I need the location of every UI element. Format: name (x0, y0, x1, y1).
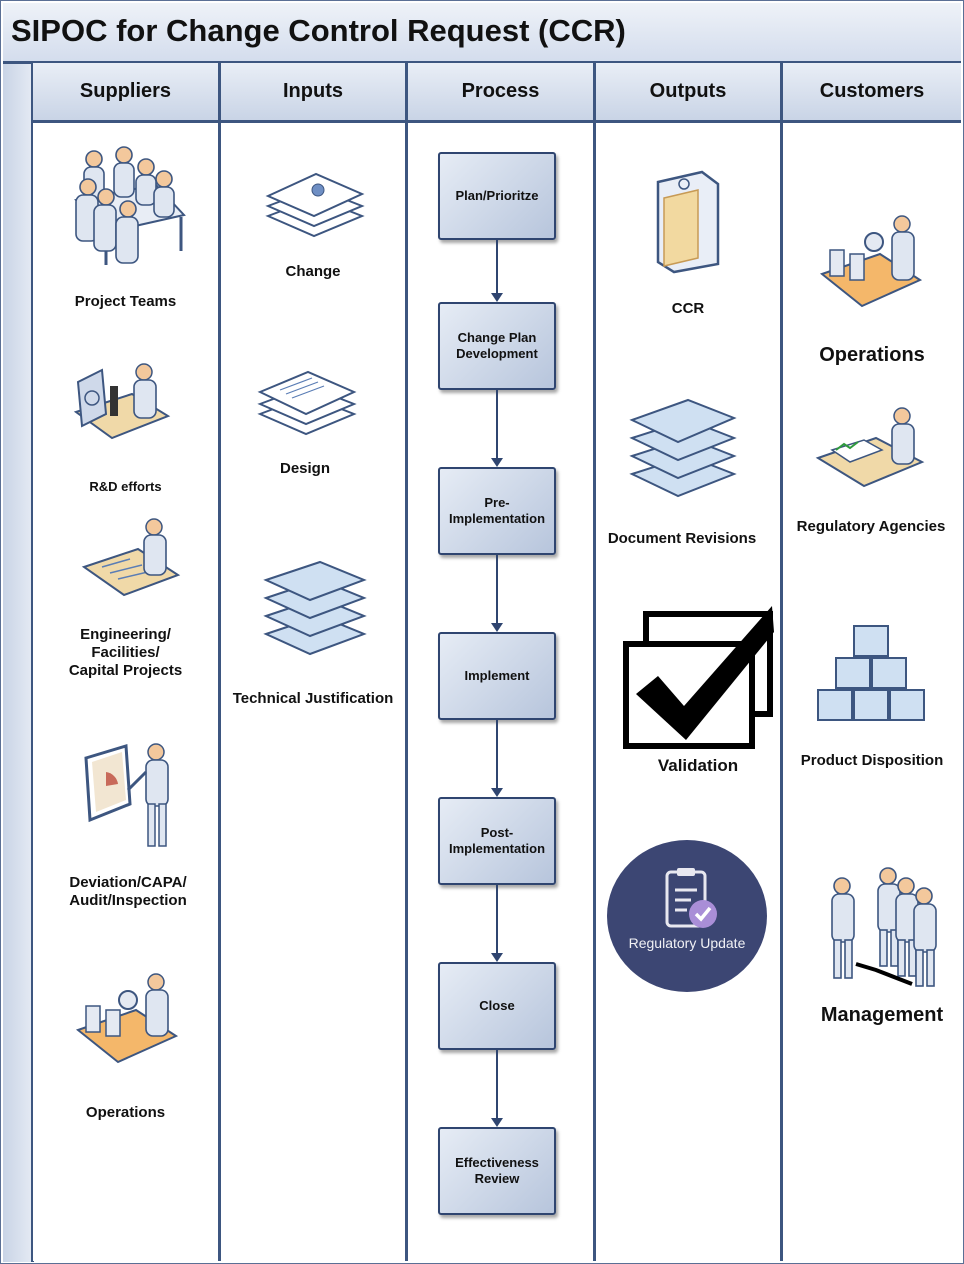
supplier-deviation-line-2: Audit/Inspection (69, 892, 187, 909)
input-technical-justification-label: Technical Justification (232, 690, 394, 707)
process-step-3: Pre-Implementation (438, 467, 556, 555)
title-bar: SIPOC for Change Control Request (CCR) (3, 3, 961, 64)
supplier-operations-label: Operations (85, 1104, 166, 1121)
supplier-deviation-label: Deviation/CAPA/ Audit/Inspection (33, 874, 223, 910)
output-ccr-label: CCR (671, 300, 705, 317)
process-step-3-line-2: Implementation (448, 511, 546, 526)
lane-header-customers: Customers (783, 63, 961, 123)
operations-worker-customer-icon (819, 215, 923, 308)
process-step-5-line-2: Implementation (448, 841, 546, 856)
supplier-rd-label: R&D efforts (89, 479, 162, 494)
supplier-engineering-line-2: Facilities/ (91, 644, 160, 661)
input-design-label: Design (279, 460, 330, 477)
product-boxes-icon (817, 625, 925, 721)
ccr-box-icon (656, 170, 720, 274)
change-document-stack-icon (265, 172, 365, 238)
supplier-deviation-line-1: Deviation/CAPA/ (69, 874, 187, 891)
customer-operations-label: Operations (819, 344, 925, 366)
process-step-5-line-1: Post- (480, 825, 514, 840)
process-step-6-line-1: Close (479, 998, 515, 1013)
document-revisions-stack-icon (629, 398, 737, 498)
regulatory-update-label: Regulatory Update (628, 935, 746, 951)
lane-inputs: Inputs (221, 63, 408, 1261)
lane-header-outputs: Outputs (596, 63, 780, 123)
diagram-title: SIPOC for Change Control Request (CCR) (11, 13, 626, 48)
process-connector-6 (496, 1050, 498, 1119)
process-step-7-line-1: Effectiveness (455, 1155, 539, 1170)
technical-binder-stack-icon (263, 560, 367, 656)
meeting-team-icon (74, 146, 186, 265)
process-arrow-5 (491, 953, 503, 962)
side-strip (3, 64, 34, 1262)
process-arrow-1 (491, 293, 503, 302)
engineering-drafting-icon (81, 518, 181, 597)
process-arrow-2 (491, 458, 503, 467)
lane-header-inputs: Inputs (221, 63, 405, 123)
lane-header-suppliers: Suppliers (33, 63, 218, 123)
process-step-6: Close (438, 962, 556, 1050)
process-arrow-3 (491, 623, 503, 632)
validation-checkmark-icon (623, 606, 774, 749)
output-validation-label: Validation (657, 756, 739, 775)
process-arrow-4 (491, 788, 503, 797)
presenter-chart-icon (84, 743, 169, 847)
process-step-4-line-1: Implement (464, 668, 530, 683)
regulatory-update-badge: Regulatory Update (607, 840, 767, 992)
process-step-1-line-1: Plan/Prioritze (455, 188, 539, 203)
supplier-engineering-line-3: Capital Projects (68, 662, 183, 679)
process-connector-1 (496, 240, 498, 294)
process-connector-2 (496, 390, 498, 459)
management-hierarchy-icon (831, 867, 937, 987)
input-change-label: Change (285, 263, 341, 280)
customer-management-label: Management (820, 1004, 944, 1026)
process-step-7-line-2: Review (474, 1171, 520, 1186)
design-document-stack-icon (257, 370, 357, 436)
lane-header-process: Process (408, 63, 593, 123)
process-step-2-line-2: Development (456, 346, 538, 361)
rd-scientist-icon (73, 363, 171, 440)
process-step-3-line-1: Pre- (484, 495, 510, 510)
process-connector-3 (496, 555, 498, 624)
process-step-1: Plan/Prioritze (438, 152, 556, 240)
operations-worker-icon (75, 973, 179, 1064)
customer-product-disposition-label: Product Disposition (800, 752, 944, 769)
supplier-engineering-line-1: Engineering/ (80, 626, 171, 643)
regulatory-agency-officer-icon (815, 407, 925, 488)
customer-regulatory-agencies-label: Regulatory Agencies (796, 518, 946, 535)
supplier-engineering-label: Engineering/ Facilities/ Capital Project… (33, 626, 218, 680)
supplier-project-teams-label: Project Teams (74, 293, 177, 310)
process-arrow-6 (491, 1118, 503, 1127)
process-connector-4 (496, 720, 498, 789)
process-step-5: Post-Implementation (438, 797, 556, 885)
clipboard-check-icon (665, 868, 717, 928)
output-document-revisions-label: Document Revisions (607, 530, 757, 547)
process-step-2-line-1: Change Plan (457, 330, 537, 345)
process-connector-5 (496, 885, 498, 954)
process-step-4: Implement (438, 632, 556, 720)
